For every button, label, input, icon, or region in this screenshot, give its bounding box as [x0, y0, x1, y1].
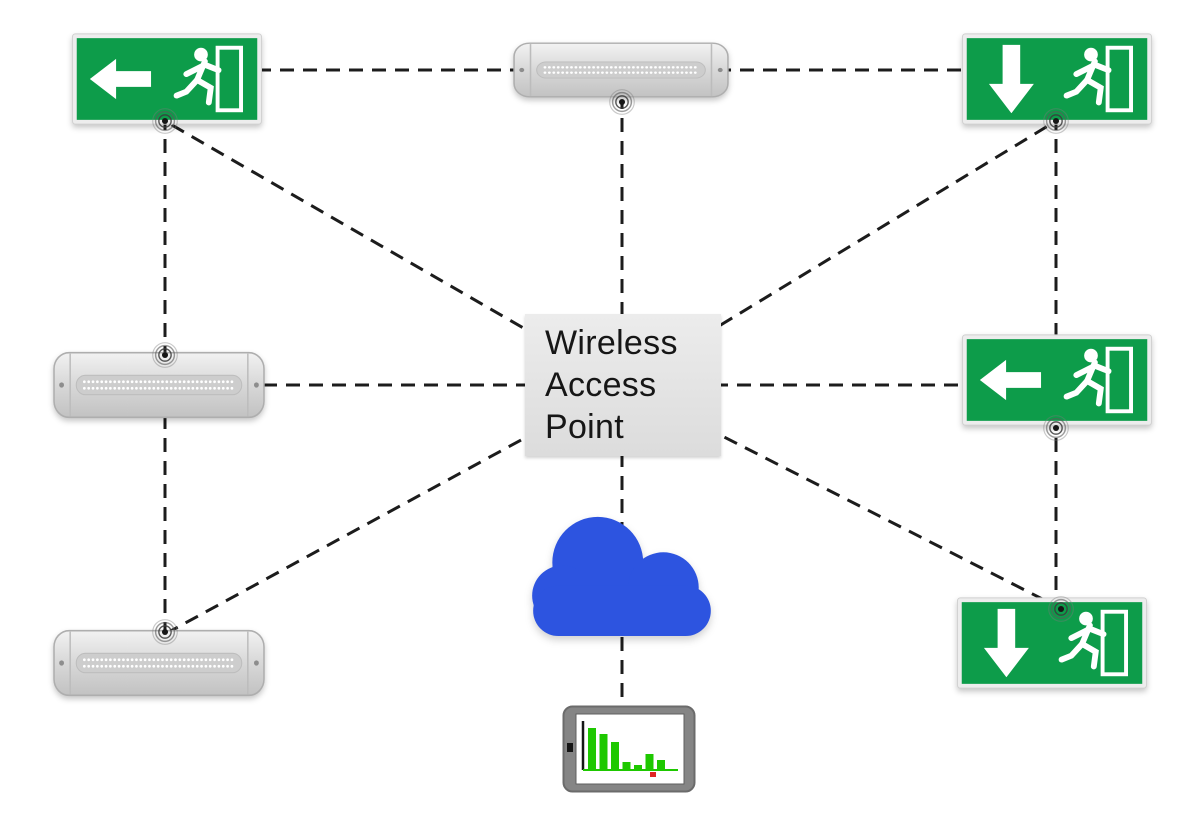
connection-line	[621, 119, 1057, 387]
cloud-icon	[517, 505, 729, 650]
wap-label-line3: Point	[545, 408, 624, 446]
antenna-icon	[1048, 596, 1074, 622]
wap-label-line2: Access	[545, 366, 657, 404]
wap-label-line1: Wireless	[545, 324, 678, 362]
antenna-icon	[152, 619, 178, 645]
antenna-icon	[1043, 415, 1069, 441]
tablet-button	[567, 743, 573, 752]
exit-sign-top-left	[72, 33, 262, 125]
chart-bar	[645, 754, 654, 770]
chart-bar	[657, 760, 665, 770]
connection-line	[166, 383, 623, 635]
antenna-icon	[152, 108, 178, 134]
sign-face	[966, 38, 1148, 120]
chart-bar	[599, 734, 608, 770]
wireless-access-point-label: Wireless Access Point	[525, 314, 721, 456]
exit-sign-top-right	[962, 33, 1152, 125]
antenna-icon	[152, 342, 178, 368]
exit-sign-mid-right	[962, 334, 1152, 426]
chart-bar	[634, 765, 642, 770]
cloud-shape	[532, 516, 711, 637]
monitoring-tablet	[562, 705, 696, 793]
antenna-icon	[1043, 108, 1069, 134]
connection-line	[164, 119, 623, 387]
chart-bar	[622, 762, 631, 770]
sign-face	[961, 602, 1143, 684]
exit-sign-bottom-right	[957, 597, 1147, 689]
chart-bar	[611, 742, 619, 770]
alert-marker	[650, 772, 656, 777]
antenna-icon	[609, 89, 635, 115]
signal-chart-bars	[588, 728, 665, 770]
chart-bar	[588, 728, 596, 770]
